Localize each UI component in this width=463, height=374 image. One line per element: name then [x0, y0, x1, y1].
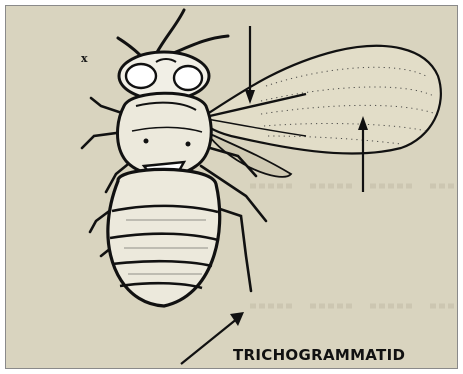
- insect-wing: [201, 46, 441, 154]
- insect-abdomen: [108, 169, 220, 306]
- insect-antennae: [118, 10, 228, 56]
- figure-frame: x TRICHOGRAMMATID: [5, 5, 458, 369]
- corner-mark: x: [81, 52, 88, 65]
- figure-caption: TRICHOGRAMMATID: [233, 346, 405, 364]
- insect-illustration: [6, 6, 458, 369]
